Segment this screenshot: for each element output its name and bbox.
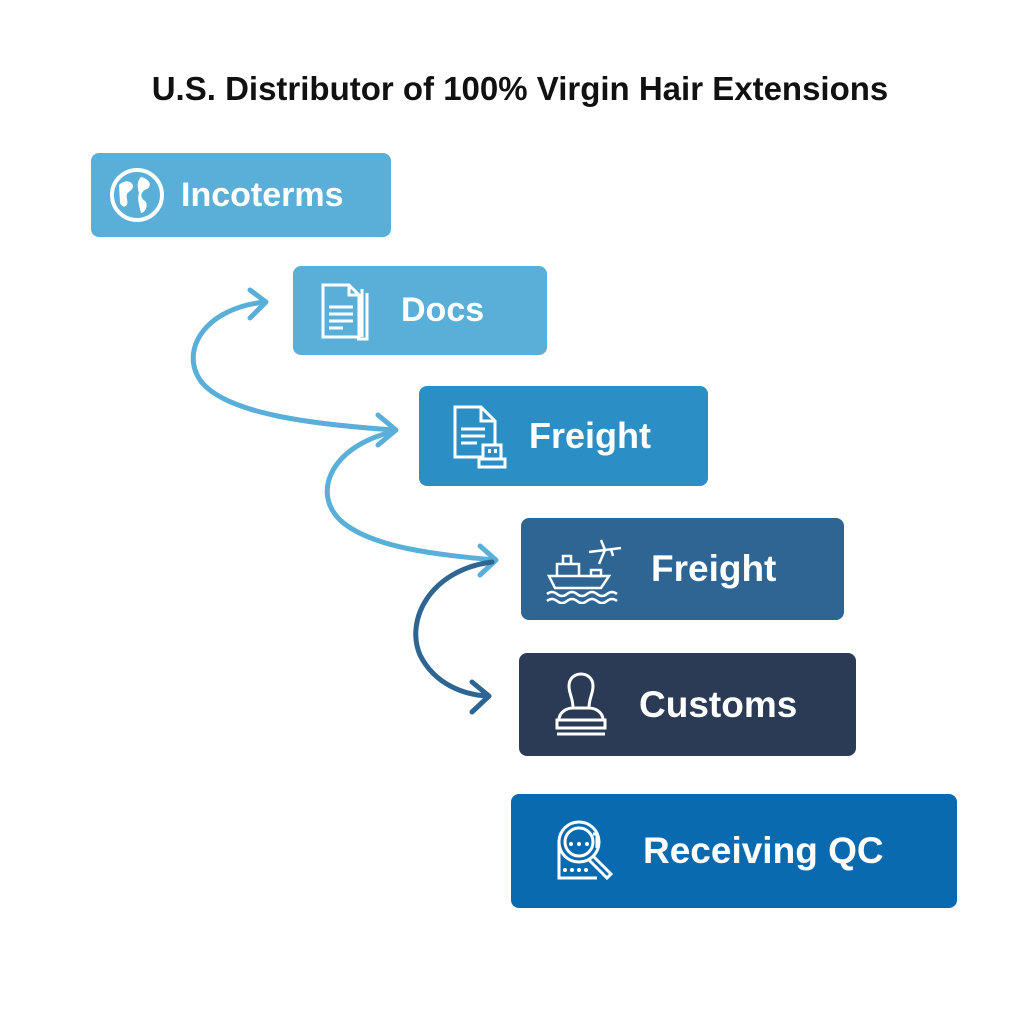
step-label: Receiving QC (643, 830, 884, 871)
arrow-1 (190, 299, 398, 433)
step-freight-docs: Freight (419, 386, 708, 486)
document-package-icon (453, 405, 507, 469)
stamp-icon (555, 671, 607, 735)
step-receiving-qc: Receiving QC (511, 794, 957, 908)
arrowhead-2 (477, 543, 499, 578)
step-incoterms: Incoterms (91, 153, 391, 237)
diagram-title: U.S. Distributor of 100% Virgin Hair Ext… (151, 70, 889, 107)
magnifier-inspection-icon (557, 820, 614, 881)
arrowhead-1a (247, 287, 269, 321)
step-docs: Docs (293, 266, 547, 355)
step-label: Customs (639, 683, 798, 725)
arrowhead-1b (375, 412, 399, 448)
step-label: Incoterms (181, 175, 344, 214)
step-label: Docs (401, 291, 485, 329)
step-label: Freight (651, 548, 777, 589)
ship-plane-icon (546, 539, 622, 604)
step-customs: Customs (519, 653, 856, 756)
arrowhead-3 (469, 679, 492, 715)
step-freight-transport: Freight (521, 518, 844, 620)
arrow-3 (413, 559, 495, 699)
documents-icon (321, 283, 369, 340)
arrow-2 (324, 429, 498, 563)
step-label: Freight (529, 415, 651, 456)
globe-icon (110, 168, 164, 222)
